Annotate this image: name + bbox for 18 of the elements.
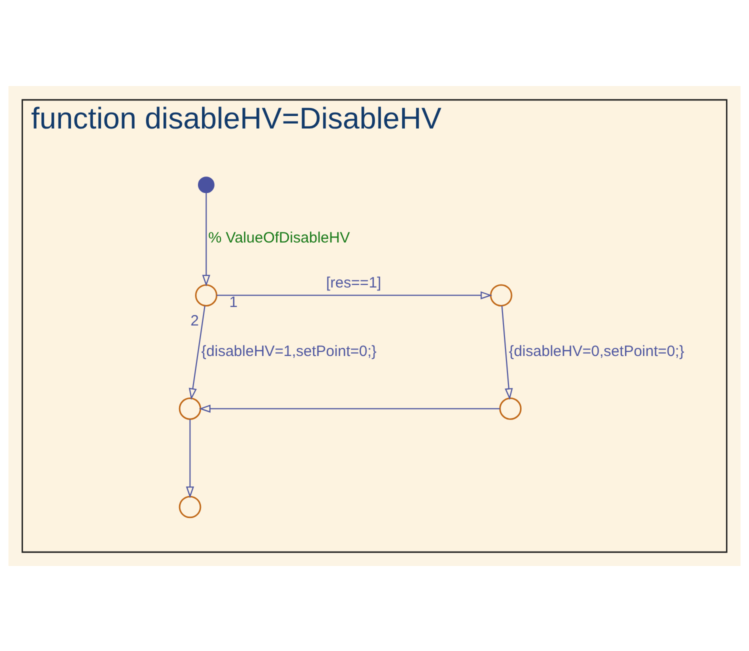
- node-circle: [499, 397, 522, 420]
- edge-label: [res==1]: [326, 274, 382, 292]
- node-circle: [178, 397, 202, 420]
- arrow: [202, 192, 210, 286]
- node-circle: [195, 284, 218, 306]
- node-circle: [198, 176, 214, 193]
- arrow: [188, 305, 206, 400]
- arrow: [186, 418, 194, 498]
- label: 2: [190, 312, 199, 329]
- edge-label: % ValueOfDisableHV: [208, 229, 350, 246]
- edge-label: {disableHV=1,setPoint=0;}: [201, 342, 377, 360]
- arrow: [216, 290, 492, 299]
- label: 1: [229, 294, 238, 311]
- edge-label: {disableHV=0,setPoint=0;}: [508, 342, 684, 360]
- node-circle: [178, 495, 202, 518]
- node-circle: [490, 284, 512, 306]
- arrow: [501, 305, 513, 400]
- arrow: [198, 404, 500, 412]
